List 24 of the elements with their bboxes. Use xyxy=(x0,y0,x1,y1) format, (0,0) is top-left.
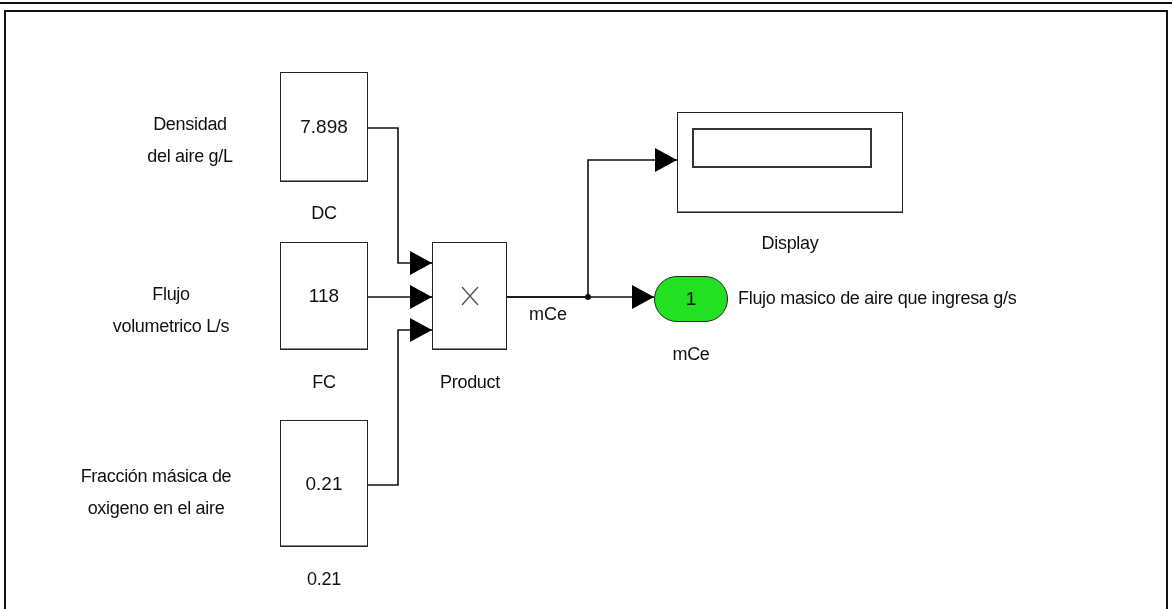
outport-block xyxy=(654,276,728,322)
annotation-text: Flujo masico de aire que ingresa g/s xyxy=(738,287,1018,310)
constant-block xyxy=(280,242,368,350)
signal-arrow xyxy=(506,285,655,309)
block-name: Densidad del aire g/L xyxy=(146,113,234,169)
block-name: DC xyxy=(310,202,338,225)
block-name: FC xyxy=(311,371,337,394)
display-block xyxy=(677,112,903,213)
block-value: 118 xyxy=(308,285,340,307)
block-name: mCe xyxy=(671,343,711,366)
signal-arrow xyxy=(367,127,433,275)
constant-block xyxy=(280,420,368,547)
block-value: 7.898 xyxy=(300,116,348,138)
block-name: 0.21 xyxy=(306,568,342,591)
constant-block xyxy=(280,72,368,182)
signal-arrow xyxy=(367,318,433,486)
block-value: 0.21 xyxy=(305,472,343,495)
block-name: Display xyxy=(760,232,820,255)
product-block xyxy=(432,242,507,350)
block-name: Flujo volumetrico L/s xyxy=(111,283,231,339)
block-name: Product xyxy=(439,371,501,394)
block-value: 1 xyxy=(685,288,697,310)
block-name: Fracción másica de oxigeno en el aire xyxy=(79,465,233,521)
signal-arrow xyxy=(367,285,433,309)
